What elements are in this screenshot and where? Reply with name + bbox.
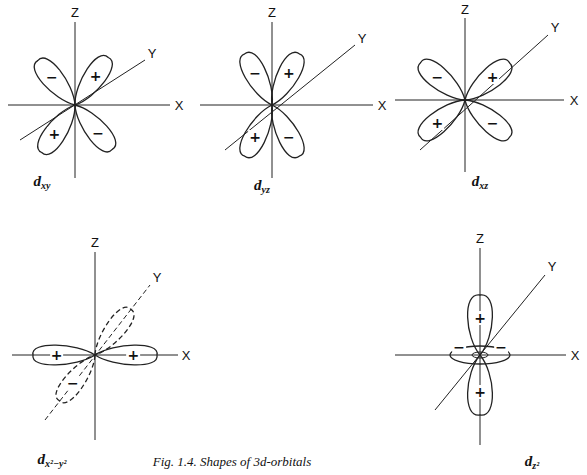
axis-label: X xyxy=(570,349,581,362)
x-axis xyxy=(395,100,564,101)
z-axis xyxy=(95,252,96,440)
phase-sign: + xyxy=(50,348,64,362)
axis-label: Z xyxy=(90,236,100,249)
axis-label: X xyxy=(181,349,192,362)
phase-sign: − xyxy=(494,340,508,354)
axis-label: X xyxy=(377,99,388,112)
orbital-lobe xyxy=(67,98,121,156)
phase-sign: + xyxy=(47,127,61,141)
phase-sign: − xyxy=(248,66,262,80)
orbital-lobe xyxy=(33,345,95,365)
axis-label: Y xyxy=(147,47,158,60)
phase-sign: + xyxy=(473,311,487,325)
orbital-panel xyxy=(200,22,373,178)
z-axis xyxy=(465,18,466,172)
phase-sign: + xyxy=(89,69,103,83)
orbital-panel xyxy=(395,18,564,172)
phase-sign: − xyxy=(66,376,80,390)
phase-sign: + xyxy=(431,116,445,130)
axis-label: Y xyxy=(550,21,561,34)
orbital-panel xyxy=(12,252,178,440)
orbital-lobe xyxy=(66,51,117,111)
phase-sign: − xyxy=(45,70,59,84)
orbital-name: dx²−y² xyxy=(38,452,67,469)
orbital-name: dz² xyxy=(525,454,539,471)
phase-sign: − xyxy=(91,126,105,140)
y-axis xyxy=(435,275,545,410)
orbital-name: dyz xyxy=(254,178,270,195)
phase-sign: + xyxy=(486,70,500,84)
x-axis xyxy=(200,105,373,106)
orbital-lobe xyxy=(95,345,157,365)
axis-label: Y xyxy=(152,271,163,284)
y-axis xyxy=(45,285,150,420)
orbital-name: dxy xyxy=(34,174,51,191)
phase-sign: + xyxy=(473,385,487,399)
phase-sign: − xyxy=(431,70,445,84)
axis-label: X xyxy=(174,99,185,112)
orbital-lobe xyxy=(263,100,309,161)
y-axis xyxy=(420,35,548,150)
phase-sign: + xyxy=(127,348,141,362)
axis-label: Z xyxy=(267,6,277,19)
phase-sign: + xyxy=(282,66,296,80)
torus-hole xyxy=(472,352,488,358)
axis-label: Y xyxy=(357,32,368,45)
phase-sign: + xyxy=(248,130,262,144)
orbital-panel xyxy=(395,248,566,445)
axis-label: Y xyxy=(547,260,558,273)
orbital-name: dxz xyxy=(472,174,488,191)
phase-sign: − xyxy=(282,130,296,144)
orbital-panel xyxy=(8,22,170,178)
orbital-lobe xyxy=(263,49,309,110)
orbital-lobe xyxy=(458,92,516,146)
axis-label: Z xyxy=(475,232,485,245)
axis-label: Z xyxy=(70,6,80,19)
orbital-lobe xyxy=(414,92,472,146)
x-axis xyxy=(8,105,170,106)
axis-label: Z xyxy=(460,3,470,16)
axis-label: X xyxy=(569,94,580,107)
phase-sign: − xyxy=(486,116,500,130)
phase-sign: − xyxy=(452,340,466,354)
orbital-lobe xyxy=(33,99,84,159)
figure-caption: Fig. 1.4. Shapes of 3d-orbitals xyxy=(153,454,312,470)
